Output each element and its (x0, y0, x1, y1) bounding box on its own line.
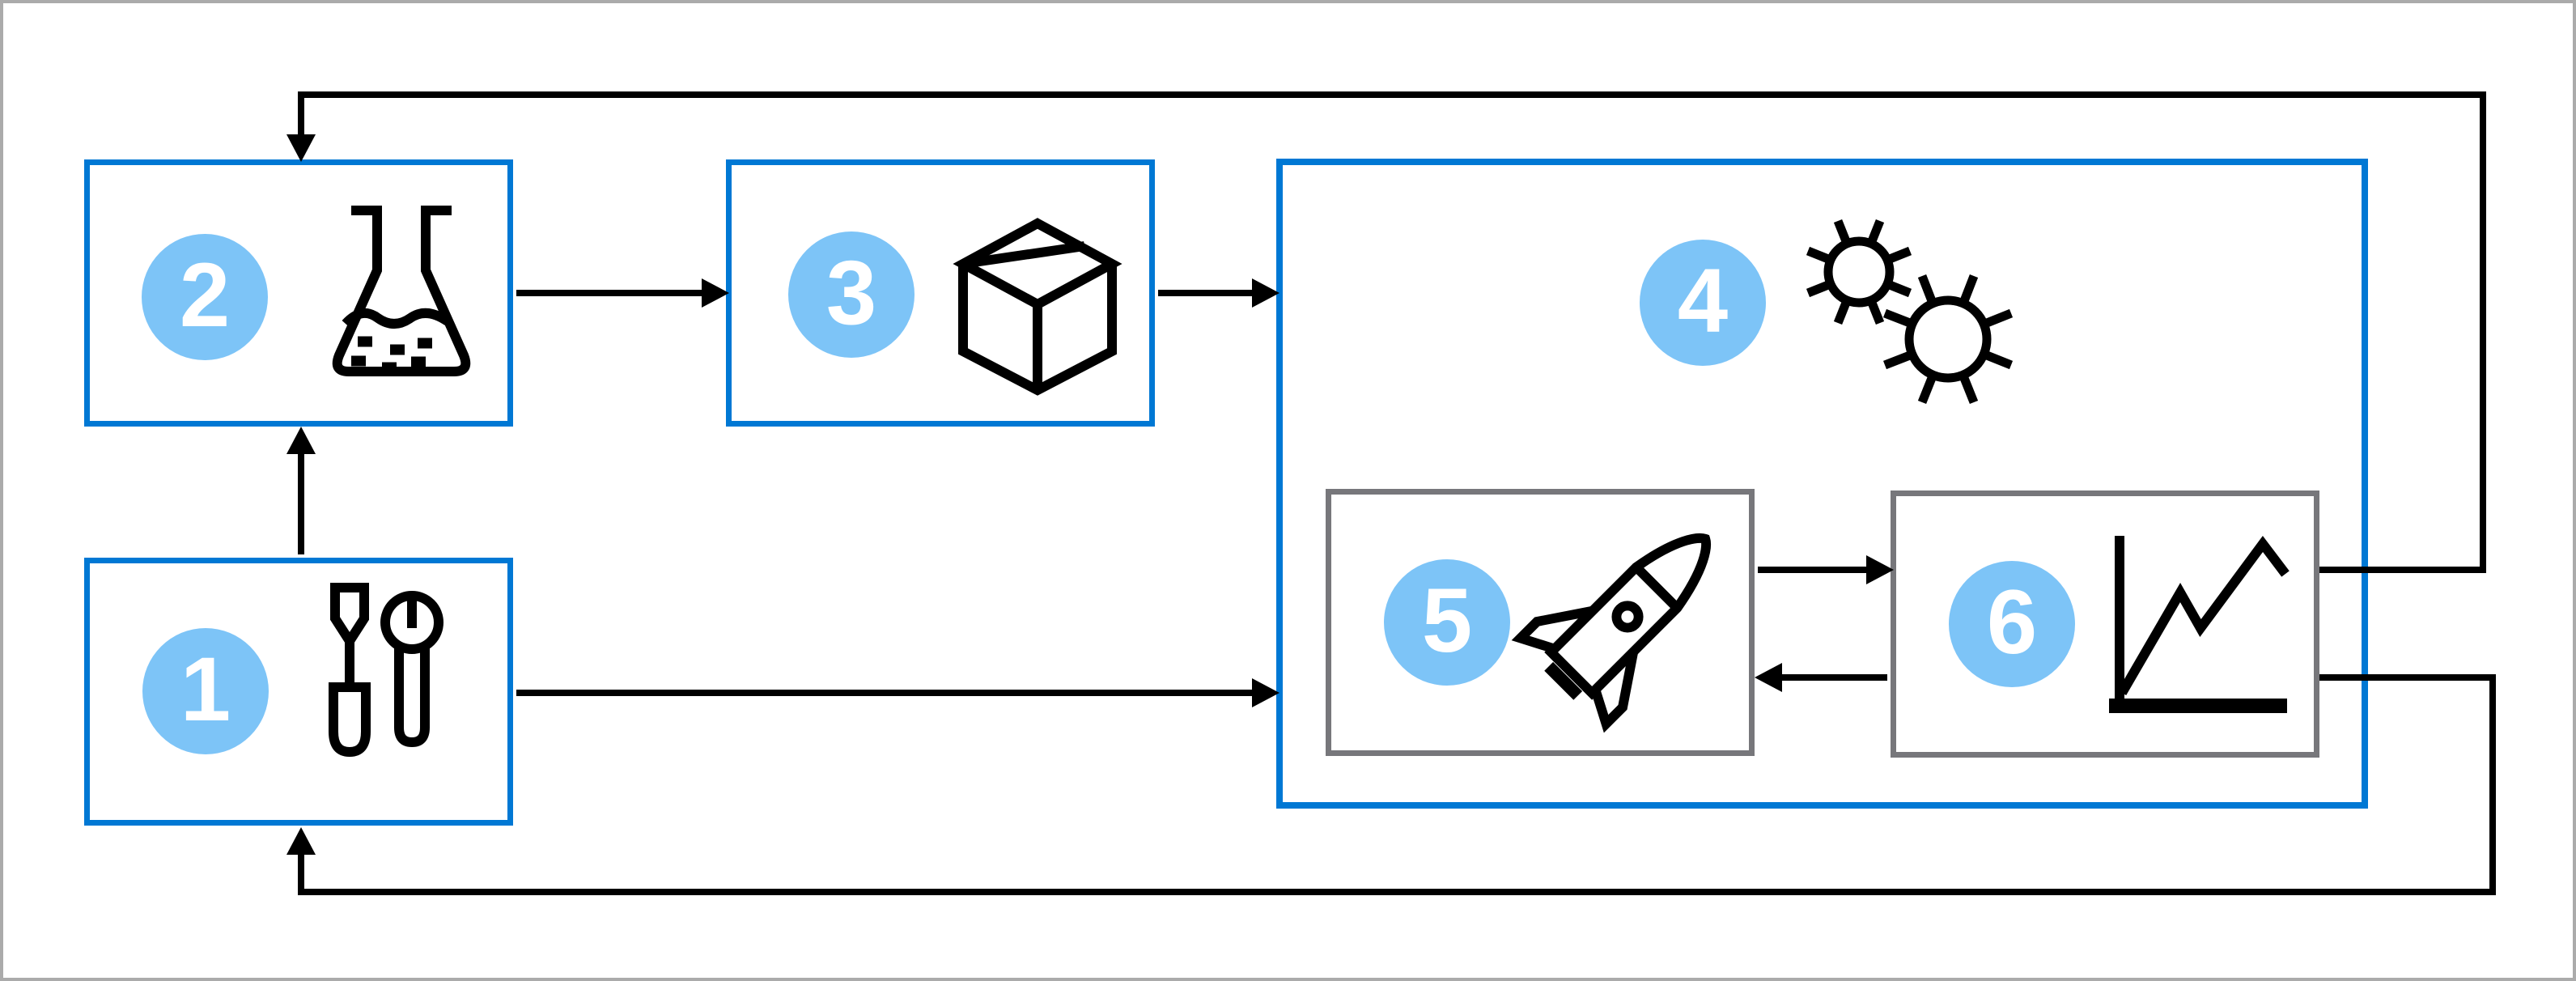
arrow-1-to-4 (516, 678, 1280, 707)
arrow-1-to-2 (286, 427, 316, 554)
step-number-6: 6 (1986, 571, 2038, 673)
step-badge-6: 6 (1949, 561, 2075, 687)
step-badge-2: 2 (142, 234, 268, 360)
step-number-5: 5 (1421, 570, 1473, 671)
step-badge-5: 5 (1384, 559, 1510, 686)
step-badge-1: 1 (142, 628, 269, 754)
step-number-2: 2 (179, 244, 231, 346)
step-badge-3: 3 (788, 231, 915, 358)
arrow-3-to-4 (1158, 278, 1280, 308)
step-number-1: 1 (180, 639, 231, 740)
arrow-2-to-3 (516, 278, 729, 308)
step-number-3: 3 (825, 242, 877, 343)
step-number-4: 4 (1677, 250, 1729, 351)
step-badge-4: 4 (1640, 240, 1766, 366)
